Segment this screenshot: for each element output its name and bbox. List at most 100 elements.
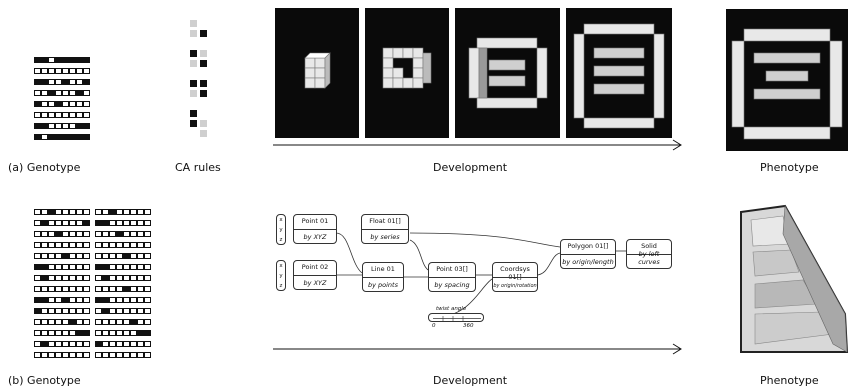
genotype-bit [76, 352, 83, 358]
genotype-bit [41, 319, 48, 325]
genotype-bit [62, 275, 69, 281]
genotype-bit [34, 286, 41, 292]
genotype-bit [55, 220, 62, 226]
genotype-bit [109, 330, 116, 336]
genotype-bit [95, 297, 102, 303]
genotype-bit [41, 231, 48, 237]
genotype-bit [62, 68, 69, 74]
genotype-bit [69, 90, 76, 96]
genotype-bit [102, 308, 109, 314]
genotype-bit [76, 341, 83, 347]
genotype-bit [34, 123, 41, 129]
genotype-bit [76, 253, 83, 259]
genotype-bit [144, 308, 151, 314]
ca-rule-cell [200, 110, 207, 117]
genotype-bit [83, 79, 90, 85]
node-point-01[interactable]: Point 01 by XYZ [293, 214, 337, 244]
twist-angle-slider[interactable] [428, 313, 484, 322]
genotype-bit [41, 68, 48, 74]
node-divider [294, 229, 336, 230]
genotype-bit [34, 57, 41, 63]
node-title: Point 03[] [436, 265, 468, 273]
genotype-bit [130, 352, 137, 358]
genotype-bit [34, 264, 41, 270]
genotype-bit [123, 319, 130, 325]
genotype-bit [55, 286, 62, 292]
genotype-bit [83, 297, 90, 303]
genotype-bit [102, 319, 109, 325]
genotype-bit [34, 341, 41, 347]
genotype-bit [130, 297, 137, 303]
genotype-bit [123, 352, 130, 358]
genotype-bit [55, 341, 62, 347]
genotype-bit [95, 242, 102, 248]
genotype-bit [62, 101, 69, 107]
genotype-bit [48, 112, 55, 118]
genotype-bit [83, 231, 90, 237]
genotype-bit [69, 352, 76, 358]
genotype-bit [48, 286, 55, 292]
genotype-bit [62, 264, 69, 270]
genotype-bit [55, 57, 62, 63]
genotype-bit [41, 352, 48, 358]
ca-rule-cell [190, 120, 197, 127]
genotype-bit [83, 352, 90, 358]
genotype-bit [62, 112, 69, 118]
genotype-bit [34, 134, 41, 140]
genotype-bit [144, 231, 151, 237]
genotype-bit [62, 297, 69, 303]
node-line-01[interactable]: Line 01 by points [362, 262, 404, 292]
node-point-03[interactable]: Point 03[] by spacing [428, 262, 476, 292]
genotype-bit [130, 275, 137, 281]
node-point-02[interactable]: Point 02 by XYZ [293, 260, 337, 290]
genotype-bit [41, 275, 48, 281]
ca-rule-cell [190, 40, 197, 47]
ca-rule-cell [200, 60, 207, 67]
genotype-bit [76, 220, 83, 226]
genotype-bit [83, 134, 90, 140]
genotype-bit [34, 242, 41, 248]
genotype-bit [69, 209, 76, 215]
twist-angle-label: twist angle [436, 306, 467, 312]
genotype-bit [102, 330, 109, 336]
genotype-b-caption: (b) Genotype [8, 374, 81, 387]
genotype-bit [116, 297, 123, 303]
y-label: y [279, 227, 283, 233]
genotype-bit [69, 341, 76, 347]
genotype-bit [116, 264, 123, 270]
genotype-bit [41, 220, 48, 226]
genotype-bit [83, 209, 90, 215]
genotype-bit [76, 101, 83, 107]
genotype-bit [123, 297, 130, 303]
genotype-bit [95, 319, 102, 325]
ca-rule-cell [200, 90, 207, 97]
genotype-bit [83, 264, 90, 270]
genotype-bit [123, 330, 130, 336]
node-float-01[interactable]: Float 01[] by series [361, 214, 409, 244]
genotype-bit [137, 231, 144, 237]
genotype-bit [48, 220, 55, 226]
genotype-bit [62, 319, 69, 325]
genotype-bit [34, 352, 41, 358]
ca-rule-cell [190, 30, 197, 37]
genotype-bit [76, 57, 83, 63]
ca-rule-cell [190, 110, 197, 117]
genotype-bit [83, 68, 90, 74]
genotype-bit [41, 57, 48, 63]
genotype-bit [76, 242, 83, 248]
node-polygon-01[interactable]: Polygon 01[] by origin/length [560, 239, 616, 269]
genotype-b-left-grid [34, 209, 90, 365]
genotype-bit [62, 123, 69, 129]
genotype-bit [69, 123, 76, 129]
genotype-bit [41, 297, 48, 303]
genotype-bit [83, 341, 90, 347]
genotype-bit [76, 123, 83, 129]
node-subtitle: by spacing [434, 281, 470, 289]
xyz-input-2[interactable]: x y z [276, 260, 286, 291]
node-solid[interactable]: Solid by loft curves [626, 239, 672, 269]
genotype-bit [62, 242, 69, 248]
genotype-bit [137, 275, 144, 281]
node-divider [493, 277, 537, 278]
xyz-input-1[interactable]: x y z [276, 214, 286, 245]
node-coordsys-01[interactable]: Coordsys 01[] by origin/rotation [492, 262, 538, 292]
